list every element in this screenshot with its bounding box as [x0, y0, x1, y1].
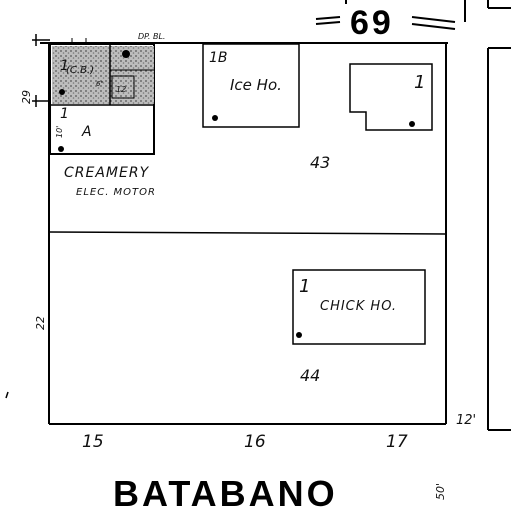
creamery-label: CREAMERY	[64, 165, 150, 181]
block-number: 69	[350, 4, 394, 42]
outbuilding	[349, 63, 433, 131]
creamery-dp-label: DP. BL.	[138, 32, 165, 41]
creamery-inner-code: (C.B.)	[66, 65, 94, 76]
creamery-inner-story: 1	[60, 106, 69, 122]
dimension-marks	[32, 34, 50, 107]
ice-house-building	[202, 43, 300, 128]
adjacent-block-edge	[487, 47, 511, 431]
lot-number-bottom: 44	[300, 366, 320, 385]
stray-mark	[5, 391, 9, 399]
lot-number-top: 43	[310, 153, 330, 172]
dimension-left-top: 29	[20, 90, 33, 104]
ice-house-stories: 1B	[209, 50, 228, 66]
dimension-right-bottom: 12'	[456, 413, 476, 428]
creamery-small-code-2: 6"	[96, 80, 104, 88]
top-edge	[40, 0, 511, 44]
address-16: 16	[244, 432, 266, 452]
creamery-sublabel: ELEC. MOTOR	[76, 187, 156, 198]
street-name: BATABANO	[113, 473, 338, 512]
ice-house-label: Ice Ho.	[230, 76, 282, 94]
creamery-stories: 1	[60, 58, 69, 74]
chick-house-stories: 1	[299, 276, 310, 297]
creamery-small-code: 12	[116, 85, 126, 94]
creamery-building	[49, 38, 155, 155]
dimension-left-mid: 22	[34, 316, 47, 330]
address-17: 17	[386, 432, 408, 452]
dimension-creamery-side: 10'	[55, 126, 64, 138]
chick-house-label: CHICK HO.	[320, 299, 397, 314]
chick-house-building	[292, 269, 426, 345]
outbuilding-stories: 1	[414, 72, 425, 93]
dimension-bottom-right: 50'	[434, 483, 447, 500]
creamery-roof-code: A	[81, 124, 92, 140]
address-15: 15	[82, 432, 104, 452]
